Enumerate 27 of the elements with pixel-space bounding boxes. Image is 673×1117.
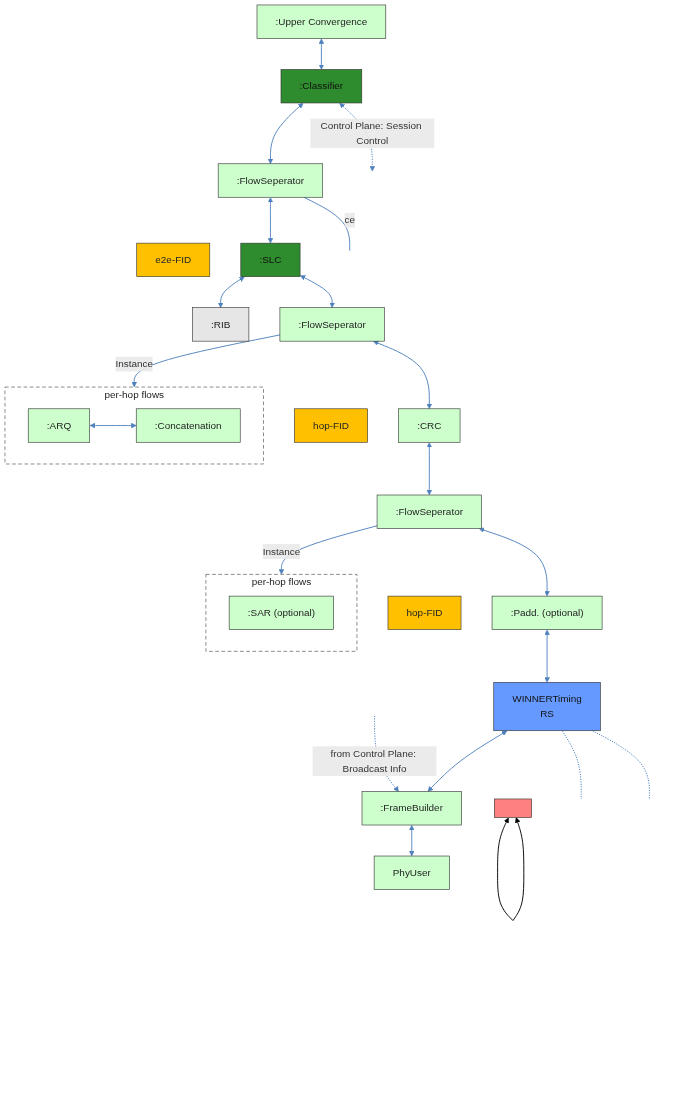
edge-label: Instance [115,358,153,370]
connector [303,196,351,252]
node-box: WINNERTiming RS [493,682,601,732]
connector [591,730,650,800]
node-box: :ARQ [27,408,90,443]
node-box: :FrameBuilder [361,791,462,826]
node-box: :SLC [240,242,301,277]
node-box: :Padd. (optional) [491,595,603,630]
node-box: :FlowSeperator [376,494,482,529]
node-box: PhyUser [373,855,450,890]
edge-label: from Control Plane: Broadcast Info [330,748,416,774]
node-box [494,798,532,818]
edge-label: Control Plane: Session Control [320,120,422,146]
node-box: :RIB [192,307,250,342]
node-box: :Upper Convergence [256,4,387,39]
edge-label: ce [344,214,355,226]
node-box: hop-FID [387,595,462,630]
connector [561,730,582,800]
node-box: :SAR (optional) [228,595,334,630]
node-box: :CRC [398,408,461,443]
node-box: :FlowSeperator [279,307,385,342]
node-box: :Concatenation [135,408,241,443]
node-box: :FlowSeperator [217,163,323,198]
node-box: e2e-FID [136,242,211,277]
node-box: :Classifier [280,69,363,104]
node-box: hop-FID [294,408,368,443]
edge-label: Instance [262,545,301,557]
